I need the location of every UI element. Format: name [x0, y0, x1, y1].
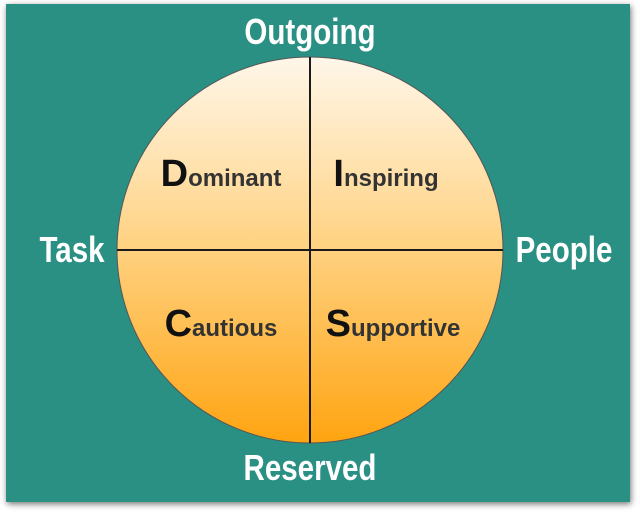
axis-label-people: People	[515, 229, 613, 270]
axis-label-reserved: Reserved	[243, 447, 377, 488]
quadrant-supportive: Supportive	[326, 303, 461, 345]
axis-label-outgoing: Outgoing	[244, 11, 376, 52]
axis-label-task: Task	[39, 229, 105, 270]
quadrant-dominant: Dominant	[161, 153, 282, 195]
quadrant-cautious: Cautious	[165, 303, 278, 345]
quadrant-inspiring: Inspiring	[333, 153, 438, 195]
